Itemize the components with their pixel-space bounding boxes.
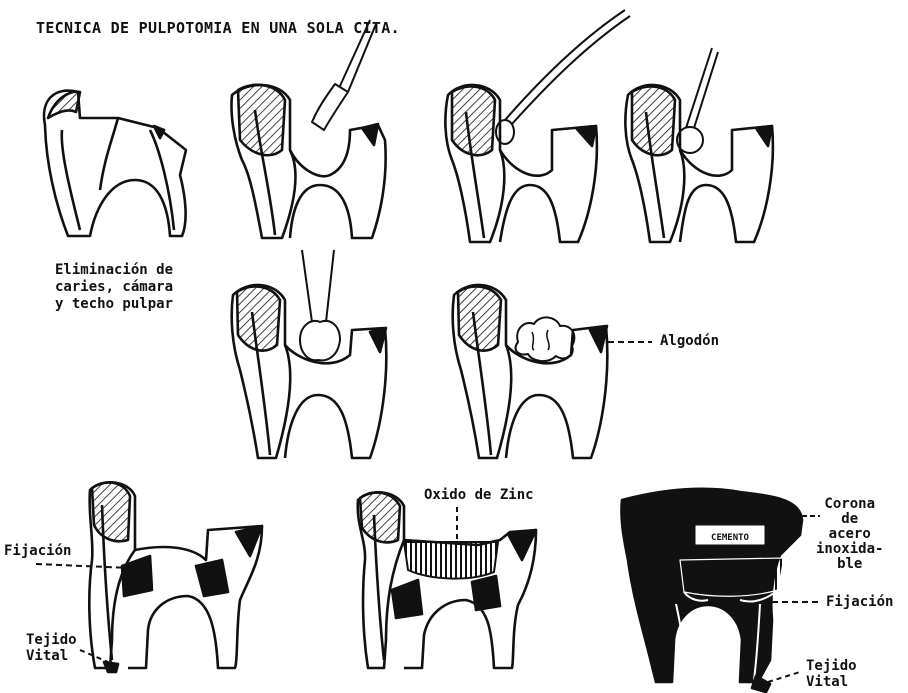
label-oxido-zinc: Oxido de Zinc [424,487,534,503]
fijacion-left-leader [36,564,130,568]
tooth-step8 [358,492,536,668]
label-tejido-vital-right: Tejido Vital [806,658,857,690]
tooth-step7 [89,482,262,672]
tooth-step6 [453,285,608,458]
tooth-step9-crown [621,489,802,692]
tooth-step4 [625,48,773,242]
label-fijacion-left: Fijación [4,543,71,559]
tooth-step5 [232,250,387,458]
label-fijacion-right: Fijación [826,594,893,610]
label-algodon: Algodón [660,333,719,349]
cemento-label: CEMENTO [711,533,750,543]
tooth-step2 [231,20,385,238]
label-tejido-vital-left: Tejido Vital [26,632,77,664]
label-corona: Corona de acero inoxida- ble [816,497,883,572]
tejido-right-leader [768,672,800,682]
tooth-step3 [445,10,630,242]
tooth-step1 [44,91,186,236]
